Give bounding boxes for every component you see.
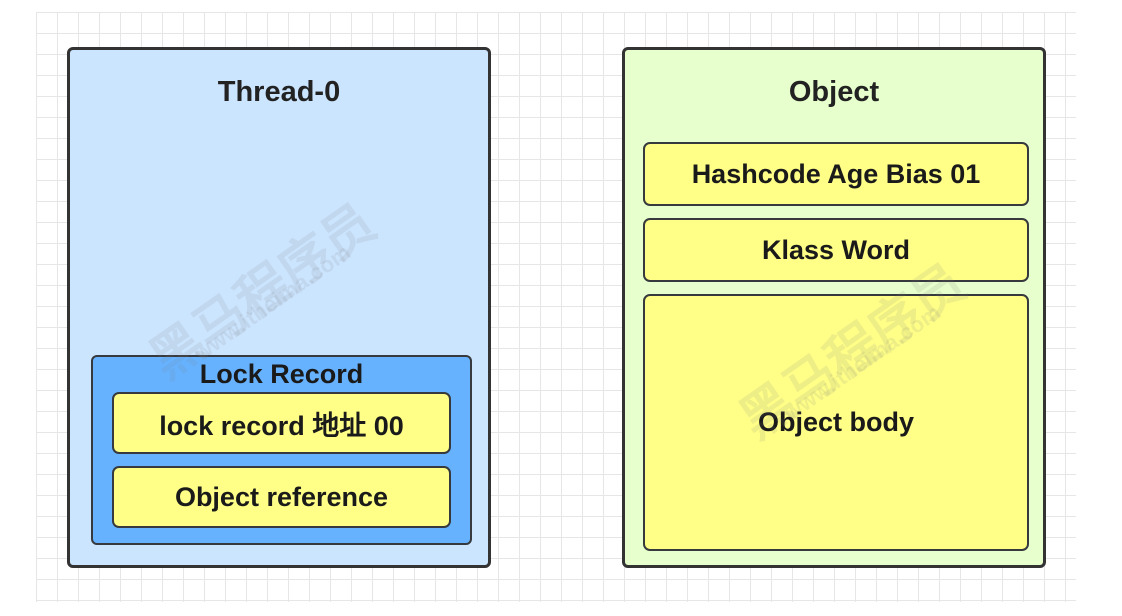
mark-word-field: Hashcode Age Bias 01	[643, 142, 1029, 206]
lock-record-address-field: lock record 地址 00	[112, 392, 451, 454]
thread-title: Thread-0	[217, 76, 341, 108]
object-reference-field: Object reference	[112, 466, 451, 528]
object-title: Object	[788, 76, 880, 108]
klass-word-field: Klass Word	[643, 218, 1029, 282]
object-panel: Object Hashcode Age Bias 01 Klass Word O…	[622, 47, 1046, 568]
thread-panel: Thread-0 Lock Record lock record 地址 00 O…	[67, 47, 491, 568]
lock-record-box: Lock Record lock record 地址 00 Object ref…	[91, 355, 472, 545]
lock-record-title: Lock Record	[199, 359, 364, 389]
object-body-field: Object body	[643, 294, 1029, 551]
